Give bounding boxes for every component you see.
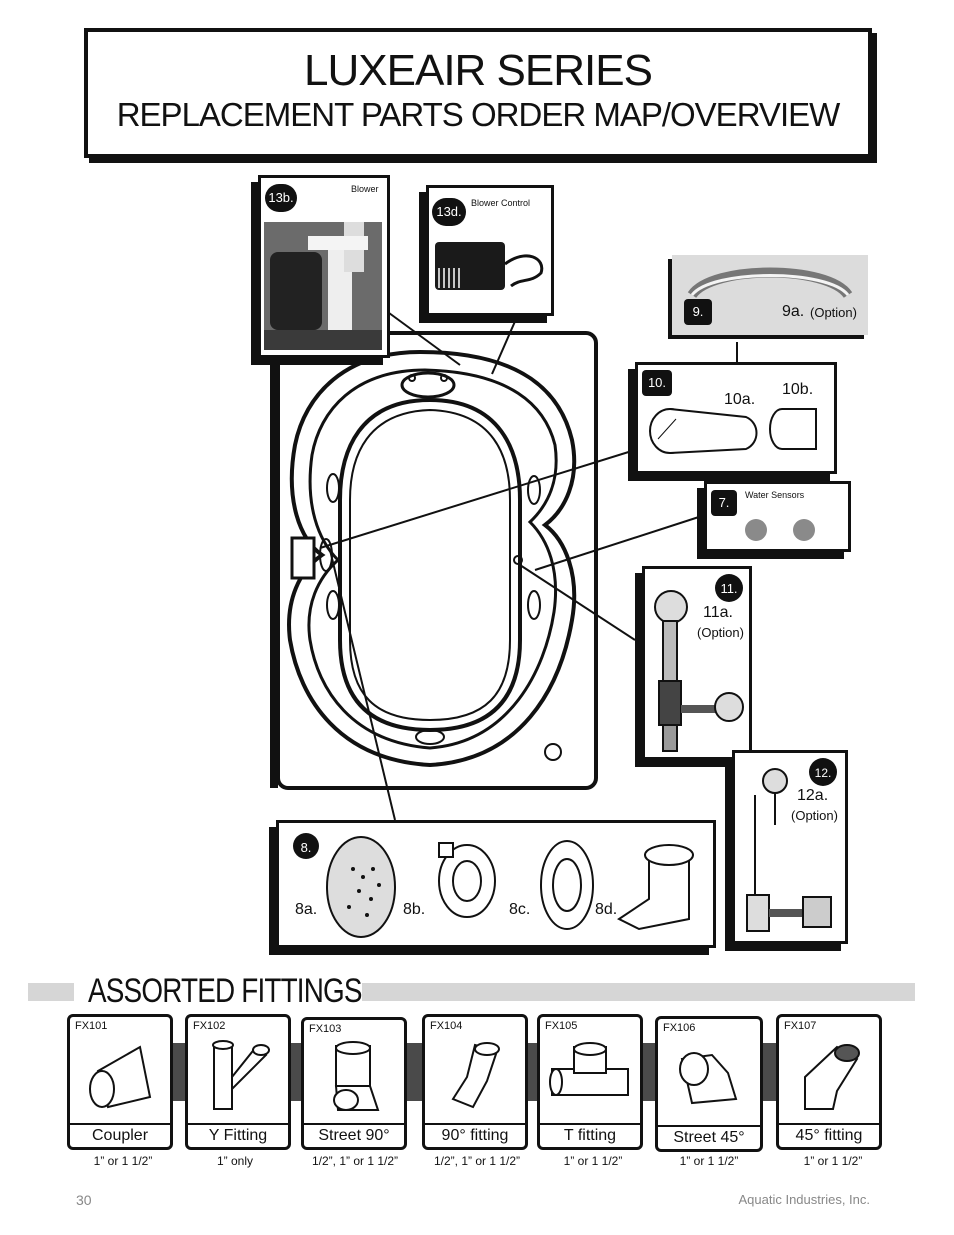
coupler-icon — [89, 1045, 152, 1109]
part-10b-label: 10b. — [782, 381, 814, 398]
fitting-size: 1” or 1 1/2” — [93, 1154, 153, 1168]
overflow-drain-image — [746, 768, 832, 932]
part-12a-label: 12a. — [797, 787, 829, 804]
part-7-badge: 7. — [711, 490, 737, 516]
part-12a-option: (Option) — [791, 808, 838, 823]
90-fitting-icon — [451, 1042, 500, 1109]
fitting-code: FX107 — [784, 1020, 817, 1032]
part-11-panel: 11. 11a. (Option) — [642, 566, 752, 760]
fittings-bar-left — [28, 983, 74, 1001]
fitting-card-fx105[interactable]: FX105 T fitting — [537, 1014, 643, 1150]
fitting-code: FX106 — [663, 1022, 696, 1034]
t-fitting-icon — [549, 1042, 629, 1096]
part-10-badge: 10. — [642, 370, 672, 396]
fitting-code: FX105 — [545, 1020, 578, 1032]
part-9-badge: 9. — [684, 299, 712, 325]
fitting-name: 90° fitting — [425, 1123, 525, 1147]
fitting-name: Y Fitting — [188, 1123, 288, 1147]
fittings-heading: ASSORTED FITTINGS — [88, 972, 362, 1010]
connector-bar — [758, 1043, 778, 1101]
fitting-name: Street 45° — [658, 1125, 760, 1149]
fitting-card-fx106[interactable]: FX106 Street 45° — [655, 1016, 763, 1152]
part-10a-label: 10a. — [724, 391, 756, 408]
fitting-size: 1” only — [216, 1154, 254, 1168]
part-12-badge: 12. — [809, 758, 837, 786]
fitting-card-fx101[interactable]: FX101 Coupler — [67, 1014, 173, 1150]
blower-control-image — [431, 238, 549, 310]
fitting-card-fx103[interactable]: FX103 Street 90° — [301, 1017, 407, 1150]
fitting-name: Street 90° — [304, 1123, 404, 1147]
company-name: Aquatic Industries, Inc. — [738, 1192, 870, 1207]
title-box: LUXEAIR SERIES REPLACEMENT PARTS ORDER M… — [84, 28, 872, 158]
part-13d-panel: 13d. Blower Control — [426, 185, 554, 316]
drain-image — [654, 590, 744, 752]
fitting-code: FX101 — [75, 1020, 108, 1032]
fitting-size: 1/2”, 1” or 1 1/2” — [311, 1154, 399, 1168]
street-45-icon — [679, 1052, 738, 1105]
fitting-name: 45° fitting — [779, 1123, 879, 1147]
fitting-size: 1” or 1 1/2” — [803, 1154, 863, 1168]
y-fitting-icon — [212, 1040, 270, 1110]
water-sensor-right — [793, 519, 815, 541]
part-9-panel: 9. 9a. (Option) — [672, 255, 868, 335]
fitting-size: 1” or 1 1/2” — [679, 1154, 739, 1168]
street-90-icon — [333, 1041, 380, 1111]
fitting-name: Coupler — [70, 1123, 170, 1147]
fitting-code: FX102 — [193, 1020, 226, 1032]
part-10-panel: 10. 10a. 10b. — [635, 362, 837, 474]
part-13b-label: Blower — [351, 184, 379, 194]
water-sensor-left — [745, 519, 767, 541]
part-11a-label: 11a. — [703, 604, 733, 621]
pipe-parts-image — [649, 408, 817, 454]
part-8-panel: 8. 8a. 8b. 8c. 8d. — [276, 820, 716, 948]
blower-image — [264, 222, 382, 350]
part-7-label: Water Sensors — [745, 490, 805, 500]
part-8-badge: 8. — [293, 833, 319, 859]
fitting-size: 1” or 1 1/2” — [563, 1154, 623, 1168]
part-9a-option: (Option) — [810, 305, 857, 320]
fitting-card-fx107[interactable]: FX107 45° fitting — [776, 1014, 882, 1150]
part-8a-label: 8a. — [295, 901, 318, 918]
fitting-size: 1/2”, 1” or 1 1/2” — [433, 1154, 521, 1168]
part-9a-label: 9a. — [782, 303, 805, 320]
page-number: 30 — [76, 1192, 92, 1208]
part-12-panel: 12. 12a. (Option) — [732, 750, 848, 944]
page-subtitle: REPLACEMENT PARTS ORDER MAP/OVERVIEW — [116, 96, 841, 133]
part-11-badge: 11. — [715, 574, 743, 602]
part-13d-badge: 13d. — [432, 198, 466, 226]
page-title: LUXEAIR SERIES — [304, 46, 653, 95]
fitting-card-fx104[interactable]: FX104 90° fitting — [422, 1014, 528, 1150]
fitting-card-fx102[interactable]: FX102 Y Fitting — [185, 1014, 291, 1150]
part-11a-option: (Option) — [697, 625, 744, 640]
part-8c-label: 8c. — [509, 901, 531, 918]
fittings-bar-right — [362, 983, 915, 1001]
jet-parts-image — [326, 836, 694, 938]
part-8b-label: 8b. — [403, 901, 426, 918]
part-7-panel: 7. Water Sensors — [704, 481, 851, 552]
fitting-code: FX103 — [309, 1023, 342, 1035]
connector-bar — [170, 1043, 188, 1101]
connector-bar — [406, 1043, 426, 1101]
45-fitting-icon — [804, 1044, 860, 1110]
part-13b-panel: 13b. Blower — [258, 175, 390, 358]
fitting-name: T fitting — [540, 1123, 640, 1147]
part-8d-label: 8d. — [595, 901, 618, 918]
part-13b-badge: 13b. — [265, 184, 297, 212]
fitting-code: FX104 — [430, 1020, 463, 1032]
part-13d-label: Blower Control — [471, 198, 531, 208]
